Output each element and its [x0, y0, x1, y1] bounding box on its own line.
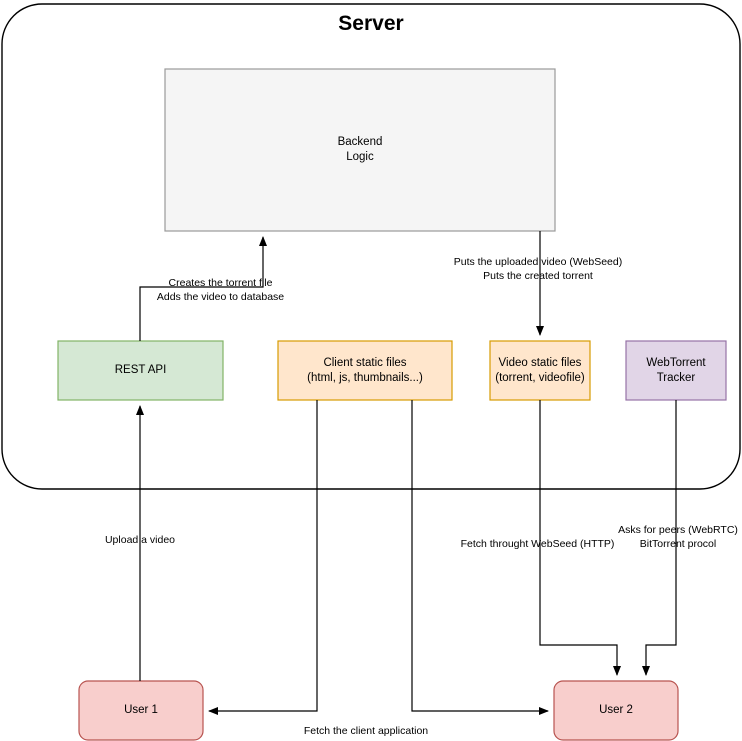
- client-static-files-box: [277, 340, 453, 401]
- video-static-files-label: Video static files (torrent, videofile): [495, 356, 585, 384]
- backend-logic-box: [164, 68, 556, 232]
- user2-box: [553, 680, 679, 741]
- user1-label: User 1: [124, 704, 158, 717]
- edge-label-create-torrent: Creates the torrent file Adds the video …: [156, 277, 285, 303]
- edge-label-upload-video: Upload a video: [104, 534, 176, 546]
- client-static-files-label: Client static files (html, js, thumbnail…: [307, 356, 423, 384]
- edge-tracker-to-user2: [642, 400, 677, 676]
- rest-api-label: REST API: [114, 364, 167, 377]
- edge-client-static-to-user1: [208, 400, 318, 715]
- user2-label: User 2: [599, 704, 633, 717]
- backend-logic-label: Backend Logic: [337, 136, 383, 163]
- edge-client-static-to-user2: [411, 400, 549, 715]
- edge-label-puts-video: Puts the uploaded video (WebSeed) Puts t…: [453, 256, 623, 282]
- edge-label-asks-peers: Asks for peers (WebRTC) BitTorrent proco…: [618, 524, 738, 550]
- webtorrent-tracker-label: WebTorrent Tracker: [646, 356, 706, 384]
- edge-restapi-to-backend: [139, 236, 267, 341]
- server-title: Server: [338, 12, 404, 35]
- edge-label-fetch-webseed: Fetch throught WebSeed (HTTP): [460, 538, 615, 550]
- user1-box: [78, 680, 204, 741]
- edge-label-fetch-client-app: Fetch the client application: [303, 725, 429, 737]
- edge-video-static-to-user2: [539, 400, 621, 676]
